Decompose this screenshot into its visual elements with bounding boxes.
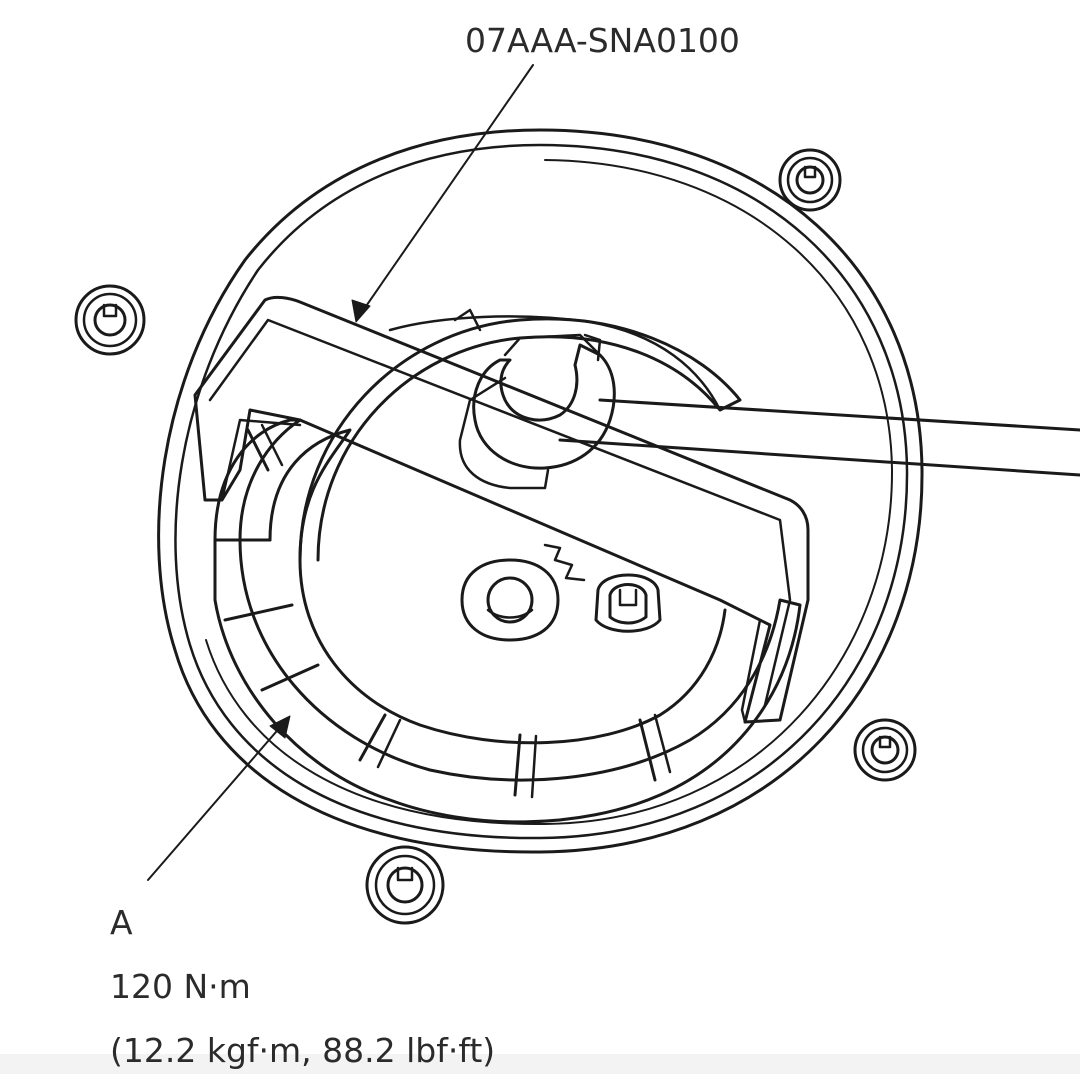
part-a-label: A	[110, 903, 133, 942]
tool-hex	[458, 376, 550, 490]
mounting-stud-upper-left	[74, 284, 146, 356]
tank-flange-rings	[157, 128, 924, 854]
torque-spec-metric: 120 N·m	[110, 967, 251, 1006]
pump-fitting-right	[594, 573, 662, 633]
lock-nut-outer-edge	[213, 418, 802, 824]
flange-outer-ring	[157, 128, 924, 854]
torque-spec-alternate-units: (12.2 kgf·m, 88.2 lbf·ft)	[110, 1031, 496, 1070]
bottom-shadow-band	[0, 1054, 1080, 1074]
special-tool-number-label: 07AAA-SNA0100	[465, 21, 740, 60]
special-tool-bar	[193, 295, 810, 724]
pump-fitting-left	[460, 558, 560, 642]
wrench-head	[472, 343, 616, 470]
lock-nut-ring	[213, 418, 802, 824]
mounting-stud-upper-right	[778, 148, 842, 212]
flange-third-ring	[205, 159, 894, 826]
leader-arrow-part-a	[147, 715, 291, 881]
pump-small-bracket	[543, 543, 586, 582]
wrench-handle	[558, 398, 1080, 477]
leader-arrow-tool	[351, 64, 534, 323]
lock-nut-inner-edge	[268, 428, 727, 745]
flange-inner-ring	[174, 143, 909, 840]
mounting-stud-lower-right	[853, 718, 917, 782]
mounting-stud-bottom	[365, 845, 445, 925]
pump-top-plate	[298, 315, 742, 562]
tool-hex-top	[503, 333, 602, 357]
wrench	[453, 308, 1080, 490]
